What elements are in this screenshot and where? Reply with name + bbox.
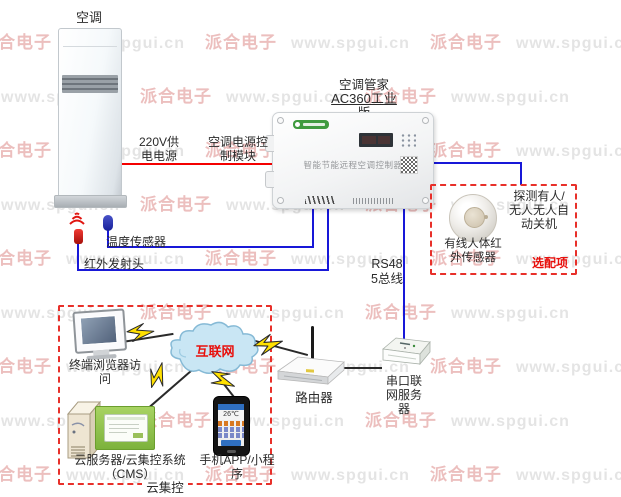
cms-screen-icon (95, 406, 155, 450)
internet-label: 互联网 (195, 344, 235, 359)
power-line-220v (121, 163, 272, 165)
wire-controller-to-pir-v (520, 162, 522, 185)
wire-temp-h (107, 246, 314, 248)
cloud-group-label: 云集控 (60, 477, 270, 497)
status-leds (400, 133, 416, 148)
wire-temp-v1 (312, 206, 314, 248)
cloud-server-line1: 云服务器/云集控系统 (74, 453, 186, 467)
cloud-group-label-text: 云集控 (142, 481, 188, 495)
ac-unit (58, 28, 122, 198)
cloud-server-line2: （CMS） (104, 467, 156, 482)
internet-cloud-icon: 互联网 (166, 317, 264, 381)
ac-vent-grille (62, 75, 118, 93)
barcode (353, 198, 393, 204)
temperature-sensor-icon (103, 215, 113, 231)
ir-emitter-icon (74, 229, 83, 244)
led-display (359, 133, 393, 147)
optional-tag: 选配项 (531, 256, 568, 270)
phone-app-label: 手机APP/小程序 (199, 453, 275, 482)
wire-temp-v2 (107, 230, 109, 247)
rs485-label: RS485总线 (371, 257, 403, 286)
cloud-group-box: 终端浏览器访问 互联网 (58, 305, 275, 495)
line-router-serialserver (341, 367, 382, 369)
terminal-monitor-icon (72, 308, 131, 362)
serial-server-icon (382, 337, 431, 366)
phone-icon: 26℃ (213, 396, 250, 456)
controller-title-line1: 空调管家 (338, 78, 389, 92)
ir-emitter-label: 红外发射头 (84, 257, 145, 271)
lightning-icon (126, 323, 155, 342)
lightning-icon (150, 362, 164, 388)
brand-logo (293, 120, 329, 129)
mount-ear (265, 135, 274, 152)
temp-sensor-label: 温度传感器 (106, 235, 167, 249)
qr-code (400, 156, 418, 174)
router-label: 路由器 (295, 391, 333, 405)
pir-desc-line1: 探测有人/无人 (508, 189, 565, 218)
router-icon (276, 356, 345, 385)
ac-unit-label: 空调 (75, 10, 102, 25)
screw-icon (277, 197, 284, 204)
terminal-pins (305, 196, 335, 204)
mount-ear (265, 171, 274, 188)
lightning-icon (253, 333, 283, 356)
ac-unit-base (54, 195, 127, 208)
cloud-server-label: 云服务器/云集控系统 （CMS） (63, 453, 197, 481)
phone-screen: 26℃ (218, 404, 244, 446)
screw-icon (422, 197, 429, 204)
wire-rs485 (403, 206, 405, 342)
wire-ir-v2 (77, 243, 79, 270)
cms-window (104, 414, 148, 442)
pir-dot (484, 215, 488, 219)
screw-icon (277, 117, 284, 124)
ac-panel-seam (63, 46, 117, 47)
serial-server-label: 串口联网服务器 (385, 374, 422, 417)
terminal-label: 终端浏览器访问 (68, 358, 141, 387)
power-supply-label: 220V供电电源 (138, 135, 180, 164)
ac-controller-device: 智能节能远程空调控制器 (265, 112, 434, 209)
screw-icon (422, 117, 429, 124)
power-module-label: 空调电源控制模块 (207, 135, 268, 164)
router-antenna (311, 326, 314, 359)
phone-temp-value: 26℃ (218, 410, 244, 420)
pir-lens (464, 207, 485, 228)
pir-desc-line2: 无人自动关机 (520, 203, 570, 232)
monitor-frame (72, 308, 128, 354)
wire-ir-v1 (327, 206, 329, 271)
lightning-icon (210, 371, 235, 387)
pir-option-box: 探测有人/无人无人自动关机 有线人体红外传感器 选配项 (430, 184, 577, 275)
controller-title-line2: AC360工业 (331, 91, 397, 106)
pir-sensor-icon (449, 194, 497, 242)
controller-device-label: 智能节能远程空调控制器 (303, 160, 403, 170)
phone-home-button (227, 450, 236, 453)
monitor-screen (79, 314, 118, 346)
wire-controller-to-pir-h (432, 162, 522, 164)
ir-signal-icon (69, 212, 85, 225)
wire-ir-h (77, 269, 329, 271)
pir-description: 探测有人/无人无人自动关机 (508, 189, 570, 231)
pir-sensor-label: 有线人体红外传感器 (444, 238, 502, 264)
